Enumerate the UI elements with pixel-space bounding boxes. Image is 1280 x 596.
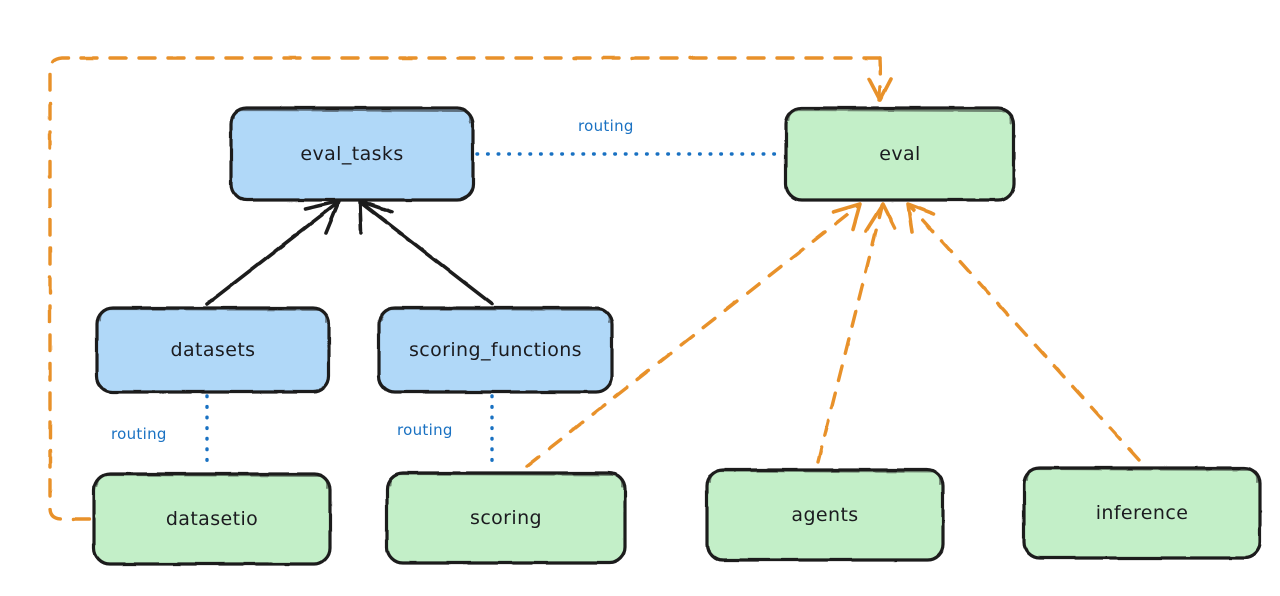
edge-label-eval_tasks-to-eval: routing xyxy=(578,117,634,135)
edge-label-datasets-to-datasetio: routing xyxy=(111,425,167,443)
node-agents-shape xyxy=(705,468,945,562)
node-datasetio-shape xyxy=(92,472,332,566)
node-scoring-shape xyxy=(385,471,627,565)
node-scoring_functions-shape xyxy=(377,306,614,394)
edge-scoring-to-eval xyxy=(525,202,862,468)
node-eval-shape xyxy=(784,106,1016,202)
node-inference-shape xyxy=(1022,466,1262,560)
edge-inference-to-eval xyxy=(906,202,1141,462)
edge-label-scoring_functions-to-scoring: routing xyxy=(397,421,453,439)
edge-datasets-to-eval_tasks xyxy=(205,198,342,306)
node-eval_tasks-shape xyxy=(229,106,475,202)
edge-eval-to-datasetio xyxy=(48,56,893,521)
edge-agents-to-eval xyxy=(816,202,897,464)
node-datasets-shape xyxy=(95,306,331,394)
edge-scoring_functions-to-eval_tasks xyxy=(358,198,494,306)
